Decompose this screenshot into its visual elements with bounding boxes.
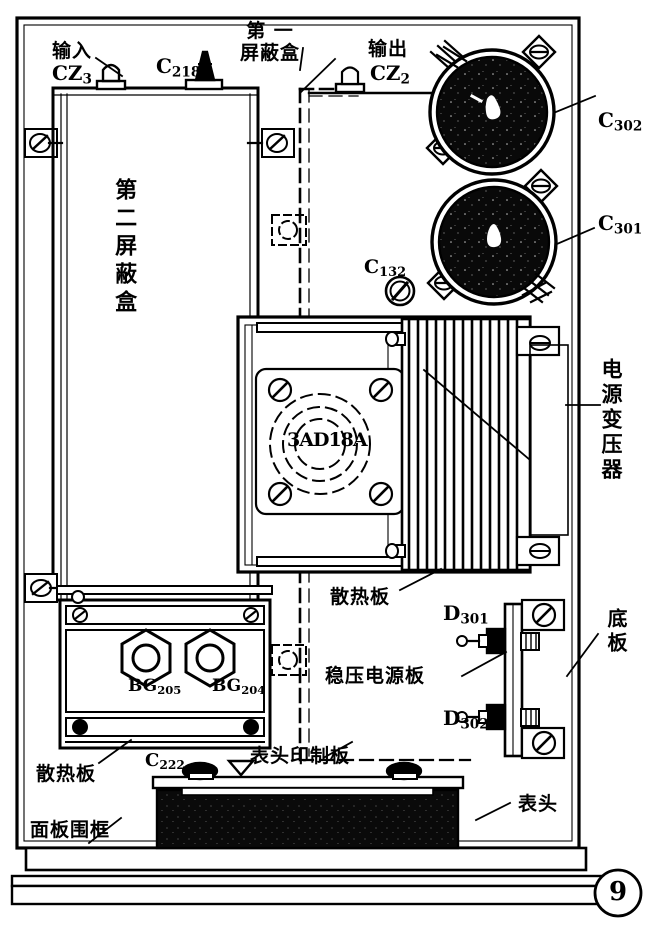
label-d301: D301 bbox=[443, 601, 489, 628]
heatsink-corner-screws bbox=[72, 607, 259, 735]
shield-box-mount-lugs bbox=[24, 128, 295, 158]
label-meter-pcb: 表头印制板 bbox=[250, 745, 351, 767]
nameplate-screws bbox=[267, 377, 394, 507]
figure-number: 9 bbox=[609, 877, 628, 907]
label-d302: D302 bbox=[443, 706, 489, 733]
label-first-shield-box: 第 一 屏蔽盒 bbox=[240, 20, 301, 64]
transformer-heatsink-fins bbox=[400, 317, 532, 572]
heatsink-top-bracket bbox=[24, 573, 273, 604]
diode-d302 bbox=[456, 703, 540, 731]
capacitor-c218 bbox=[184, 50, 224, 91]
label-first-shield-box-line1: 第 一 bbox=[246, 20, 294, 42]
label-transformer-plate-text: 3AD18A bbox=[287, 429, 368, 451]
label-first-shield-box-line2: 屏蔽盒 bbox=[240, 41, 301, 64]
label-c222: C222 bbox=[145, 750, 185, 773]
regulator-mount-bottom bbox=[520, 726, 566, 760]
first-shield-box-hole bbox=[271, 214, 307, 246]
label-output-ref: CZ2 bbox=[370, 61, 410, 88]
label-second-shield-box: 第二屏蔽盒 bbox=[111, 178, 137, 318]
power-transistor-heatsink bbox=[58, 598, 272, 750]
label-bg204: BG204 bbox=[212, 676, 266, 697]
leader-lines bbox=[87, 46, 601, 845]
label-bg205: BG205 bbox=[128, 676, 182, 697]
label-heatsink-lower: 散热板 bbox=[36, 763, 97, 785]
label-meter-head: 表头 bbox=[518, 793, 559, 815]
capacitor-c302 bbox=[425, 34, 557, 176]
regulator-board bbox=[456, 598, 566, 760]
capacitor-c301 bbox=[426, 168, 559, 306]
transformer-nameplate bbox=[254, 367, 406, 516]
meter-pcb-hardware bbox=[181, 759, 423, 781]
transformer-mount-brackets bbox=[515, 325, 569, 567]
label-c218: C218 bbox=[156, 54, 201, 81]
label-regulator-board: 稳压电源板 bbox=[325, 665, 426, 687]
connector-cz2 bbox=[334, 66, 366, 94]
label-c132: C132 bbox=[364, 256, 407, 281]
second-shield-box bbox=[51, 86, 260, 602]
transformer-dashed-rings bbox=[269, 393, 371, 495]
transformer-terminals bbox=[385, 331, 406, 559]
meter-assembly bbox=[151, 759, 465, 850]
label-c302: C302 bbox=[598, 108, 643, 135]
capacitor-c132 bbox=[384, 275, 416, 307]
connector-cz3 bbox=[95, 63, 127, 91]
regulator-mount-top bbox=[520, 598, 566, 632]
label-output: 输出 bbox=[368, 38, 409, 60]
label-base-plate: 底板 bbox=[604, 608, 628, 656]
first-shield-box-hole-lower bbox=[271, 644, 307, 676]
figure-number-circle bbox=[593, 868, 643, 918]
c302-wire-tuft bbox=[429, 39, 468, 70]
transistor-bg204 bbox=[184, 628, 236, 688]
power-transformer bbox=[236, 315, 569, 574]
c301-wire-tuft bbox=[521, 272, 556, 304]
diode-d301 bbox=[456, 627, 540, 655]
label-input-ref: CZ3 bbox=[52, 61, 92, 88]
label-panel-frame: 面板围框 bbox=[30, 819, 111, 841]
panel-frame-bars bbox=[10, 846, 606, 906]
transistor-bg205 bbox=[120, 628, 172, 688]
label-input: 输入 bbox=[52, 40, 93, 62]
label-c301: C301 bbox=[598, 211, 643, 238]
label-heatsink-upper: 散热板 bbox=[330, 586, 391, 608]
label-power-transformer: 电源变压器 bbox=[599, 358, 624, 483]
